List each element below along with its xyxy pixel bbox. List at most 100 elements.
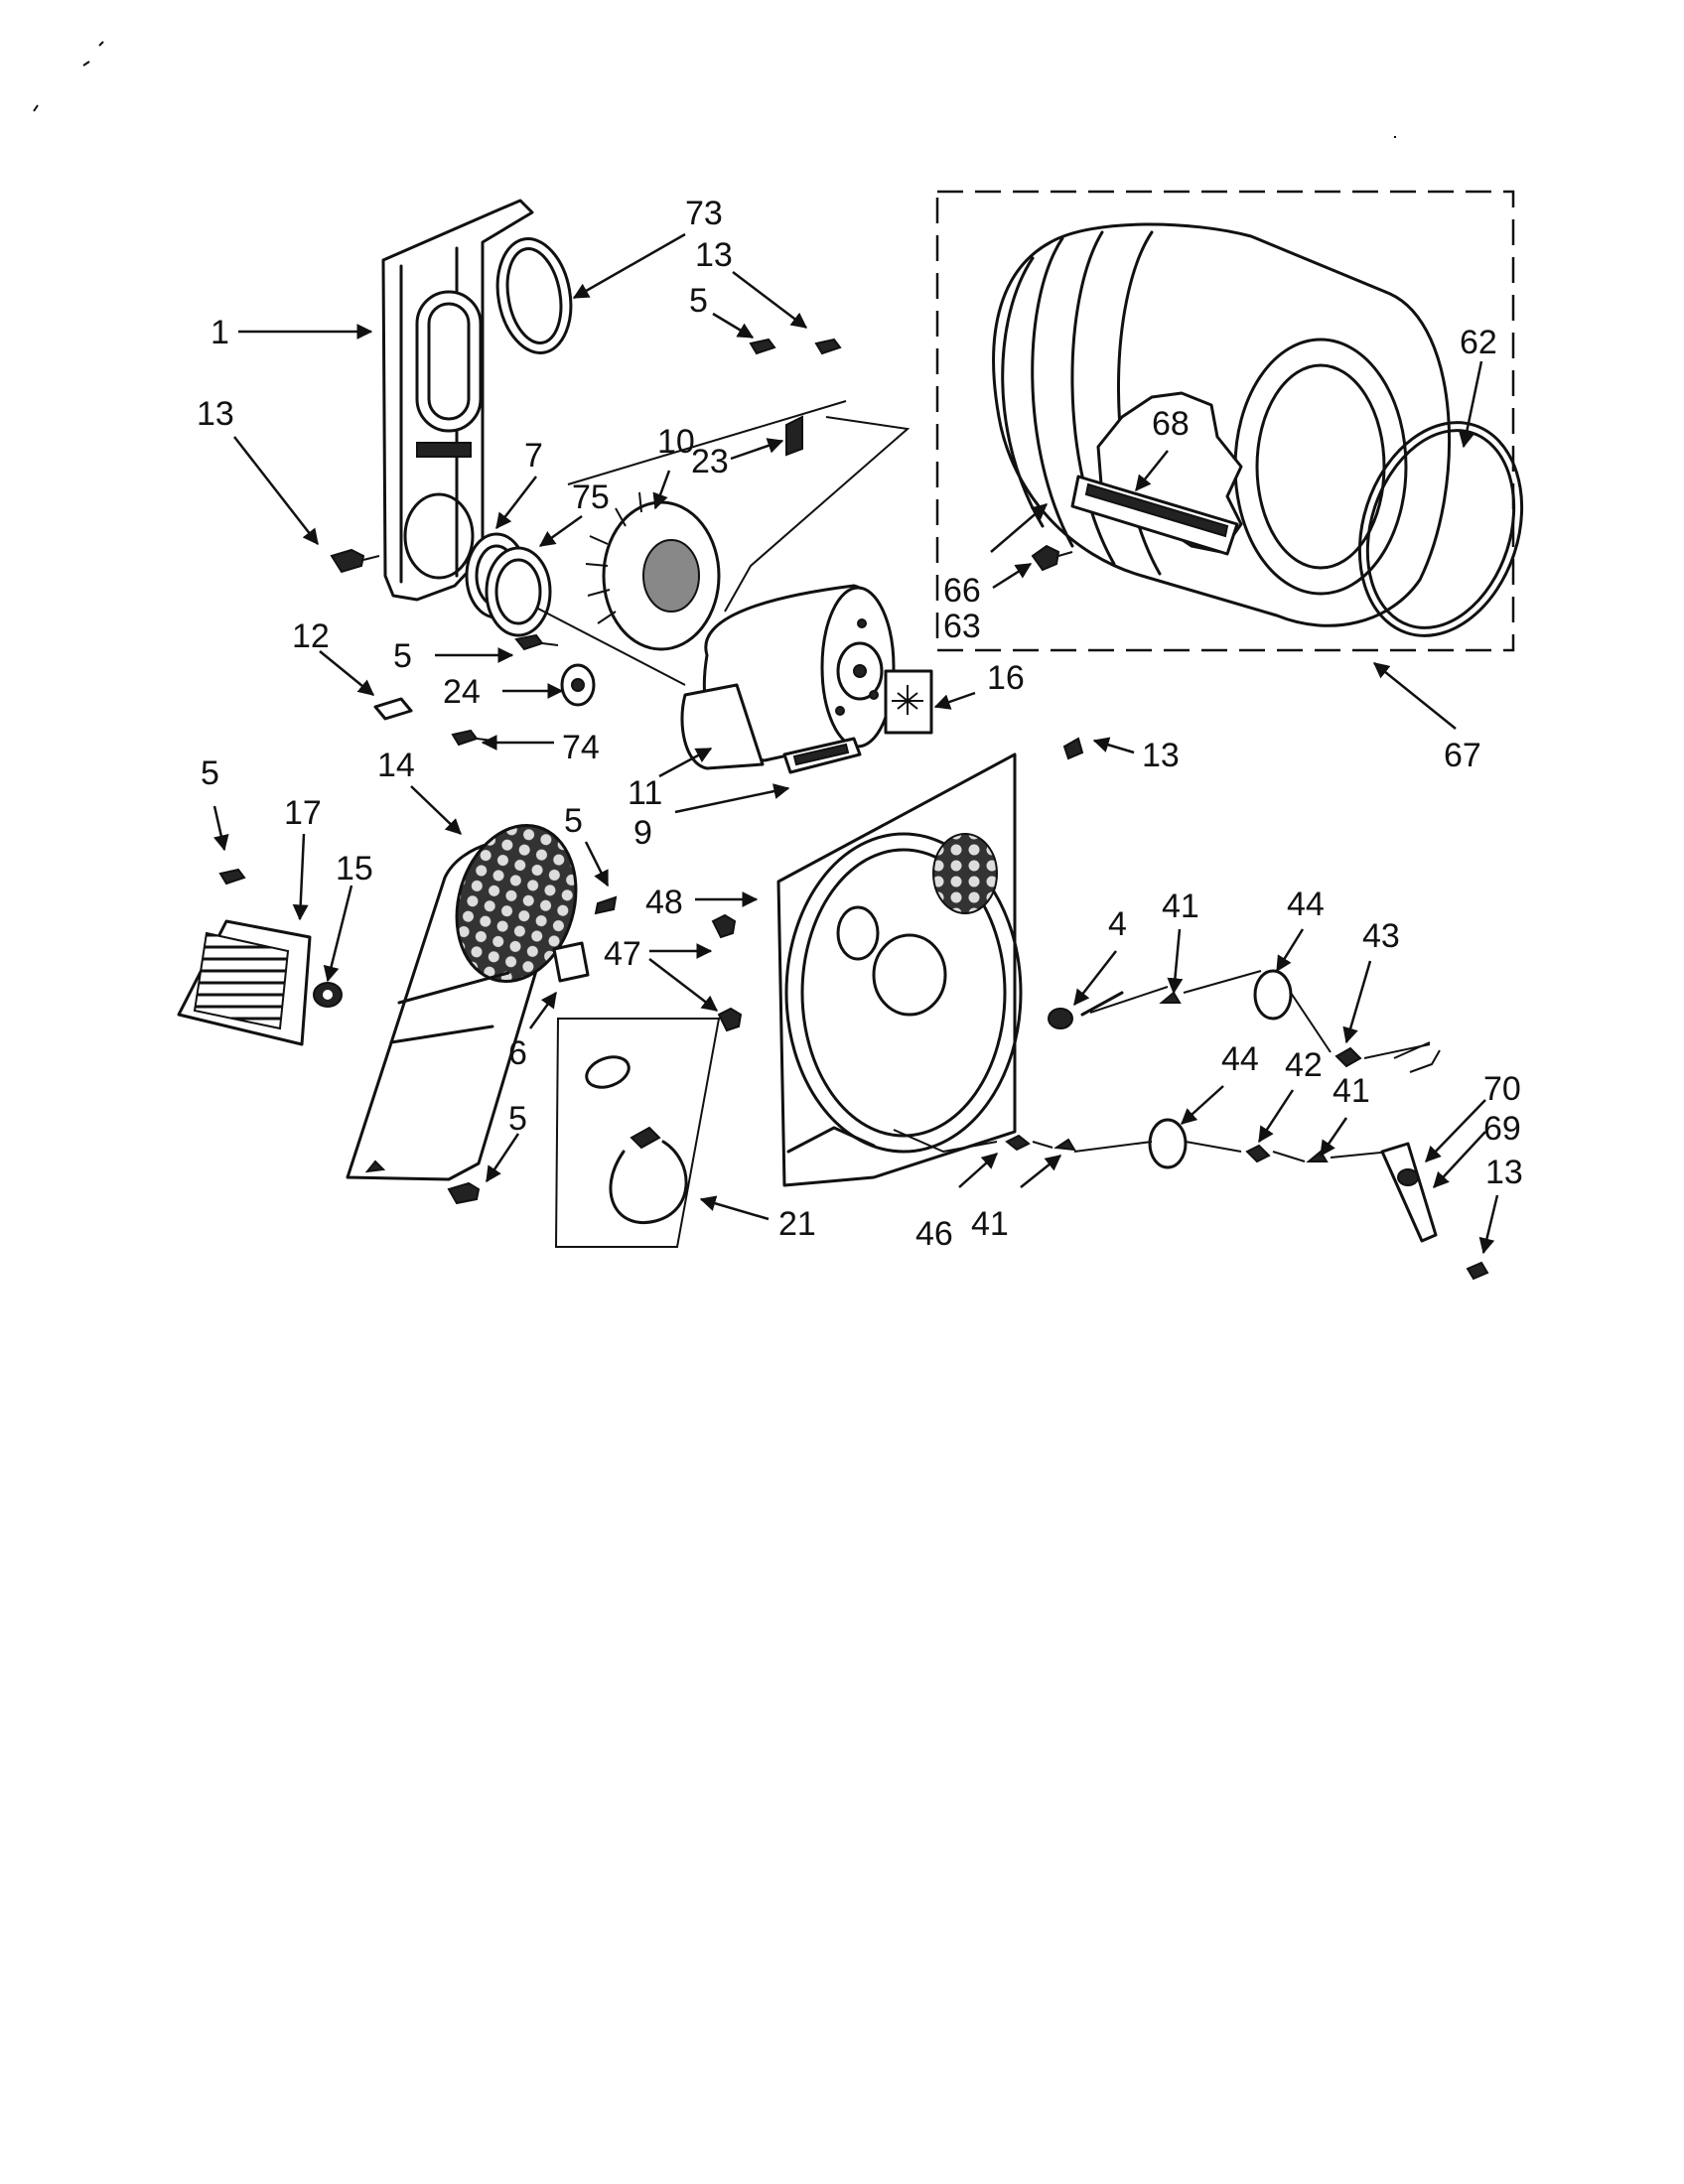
drum-assembly-dashed-box [935, 190, 1515, 652]
blower-wheel [585, 491, 721, 651]
leader-41-bottom [1020, 1155, 1062, 1188]
thermal-fuse-plate [884, 669, 933, 735]
leader-43 [1342, 960, 1372, 1044]
callout-6: 6 [508, 1034, 527, 1072]
wire-harness-kit [554, 1018, 721, 1248]
callout-23: 23 [691, 443, 729, 480]
callout-67: 67 [1444, 737, 1481, 774]
idler-bracket [373, 697, 413, 721]
callout-69: 69 [1483, 1110, 1521, 1148]
leader-5-top [712, 312, 755, 340]
callout-5-bottom: 5 [508, 1100, 527, 1138]
callout-17: 17 [284, 794, 322, 832]
duct-screws [447, 895, 618, 1205]
drive-motor [702, 584, 896, 762]
leader-14 [410, 785, 462, 835]
leader-66 [990, 503, 1049, 553]
callout-1: 1 [210, 314, 229, 351]
exhaust-duct-seal [485, 546, 552, 637]
exhaust-ring-seal [495, 237, 573, 354]
callout-10: 10 [657, 423, 695, 461]
callout-13-mid: 13 [1142, 737, 1180, 774]
callout-74: 74 [562, 729, 600, 766]
callout-41-top: 41 [1162, 887, 1199, 925]
leader-13-mid [1092, 737, 1135, 754]
baffle-screw [1031, 544, 1073, 572]
leader-41-top [1167, 928, 1184, 995]
leader-70 [1425, 1099, 1486, 1162]
leader-12 [319, 650, 375, 696]
callout-13-left: 13 [197, 395, 234, 433]
callout-12: 12 [292, 617, 330, 655]
leader-6 [528, 991, 558, 1029]
callout-13-bottom: 13 [1485, 1154, 1523, 1191]
callout-labels: 73 13 5 23 1 13 7 75 10 12 5 24 74 11 9 … [197, 195, 1523, 1253]
thermal-cutoff-bracket [552, 941, 590, 983]
callout-7: 7 [524, 437, 543, 475]
callout-24: 24 [443, 673, 481, 711]
callout-4: 4 [1108, 905, 1127, 943]
drum [992, 222, 1452, 627]
idler-pulley [560, 663, 596, 707]
callout-21: 21 [778, 1205, 816, 1243]
drum-assembly-group [935, 190, 1524, 652]
rear-panel-screws [330, 338, 842, 574]
leader-16 [933, 691, 976, 710]
motor-mount-clip [782, 737, 862, 774]
leader-7 [495, 476, 537, 530]
leader-21 [699, 1195, 770, 1221]
leader-15 [323, 885, 353, 983]
leader-11 [658, 747, 713, 778]
callout-42: 42 [1285, 1046, 1323, 1084]
callout-73: 73 [685, 195, 723, 232]
callout-41-bottom: 41 [971, 1205, 1009, 1243]
leader-73 [572, 232, 686, 300]
leader-47b [648, 958, 719, 1012]
callout-62: 62 [1460, 324, 1497, 361]
callout-5-left: 5 [201, 754, 219, 792]
callout-5-duct: 5 [564, 802, 583, 840]
rear-bulkhead-panel [381, 199, 534, 602]
drum-baffle [1070, 475, 1239, 556]
thermistor-bracket [785, 415, 803, 457]
leader-lines [212, 232, 1499, 1255]
leader-44-top [1275, 928, 1305, 973]
drive-belt-path [535, 400, 911, 686]
callout-63: 63 [943, 608, 981, 645]
high-limit-thermostat [313, 982, 343, 1008]
callout-44-top: 44 [1287, 886, 1325, 923]
leader-10 [652, 470, 671, 510]
heating-element [177, 919, 312, 1046]
callout-48: 48 [645, 884, 683, 921]
bulkhead-vent [932, 833, 998, 914]
callout-66: 66 [943, 572, 981, 610]
leader-42 [1257, 1089, 1295, 1144]
heater-screw [218, 868, 246, 886]
callout-70: 70 [1483, 1070, 1521, 1108]
drum-support-parts [893, 969, 1489, 1281]
heater-duct [346, 823, 578, 1181]
callout-9: 9 [633, 814, 652, 852]
leader-46 [958, 1153, 998, 1188]
callout-14: 14 [377, 747, 415, 784]
callout-75: 75 [572, 478, 610, 516]
leader-13-top [732, 271, 808, 329]
leader-44-bottom [1181, 1085, 1224, 1125]
callout-46: 46 [915, 1215, 953, 1253]
leader-17 [292, 833, 309, 921]
leader-5-left [212, 805, 229, 852]
callout-11: 11 [628, 774, 662, 812]
leader-75 [538, 514, 583, 548]
leader-68 [1135, 450, 1169, 492]
callout-15: 15 [336, 850, 373, 887]
callout-5-mid: 5 [393, 637, 412, 675]
callout-43: 43 [1362, 917, 1400, 955]
callout-16: 16 [987, 659, 1025, 697]
bulkhead-screw-top [1062, 737, 1084, 760]
heater-duct-grille [455, 823, 578, 984]
callout-44-bottom: 44 [1221, 1040, 1259, 1078]
bulkhead-nuts [711, 913, 743, 1032]
leader-62 [1459, 360, 1483, 449]
callout-68: 68 [1152, 405, 1190, 443]
